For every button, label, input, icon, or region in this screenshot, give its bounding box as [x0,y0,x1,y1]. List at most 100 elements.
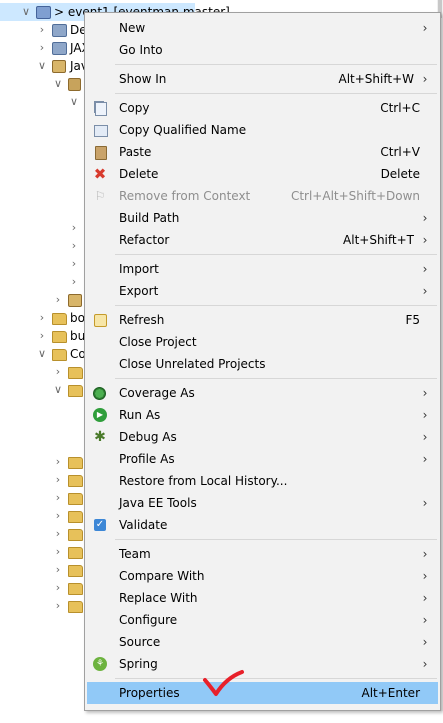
menu-item-restore-from-local-history[interactable]: Restore from Local History... [87,470,438,492]
spring-icon: ⚘ [93,657,107,671]
menu-item-close-project[interactable]: Close Project [87,331,438,353]
menu-item-team[interactable]: Team › [87,543,438,565]
collapse-chevron-icon[interactable]: › [55,581,61,594]
expand-chevron-icon[interactable]: ∨ [21,5,31,18]
menu-item-label: Team [119,547,151,561]
menu-item-label: Compare With [119,569,205,583]
collapse-chevron-icon[interactable]: › [55,455,61,468]
menu-item-label: Build Path [119,211,180,225]
menu-item-spring[interactable]: ⚘Spring› [87,653,438,675]
scrollbar-thumb[interactable] [438,0,442,18]
folder-icon [68,457,83,469]
menu-item-go-into[interactable]: Go Into [87,39,438,61]
copyq-icon [94,125,108,137]
menu-item-label: Import [119,262,159,276]
menu-item-build-path[interactable]: Build Path › [87,207,438,229]
menu-separator [115,678,437,679]
menu-item-label: Profile As [119,452,175,466]
menu-item-export[interactable]: Export› [87,280,438,302]
menu-item-shortcut: Ctrl+V [380,145,420,159]
collapse-chevron-icon[interactable]: › [55,365,61,378]
menu-item-new[interactable]: New› [87,17,438,39]
menu-item-configure[interactable]: Configure › [87,609,438,631]
jar-icon [68,294,82,307]
collapse-chevron-icon[interactable]: › [71,221,77,234]
proj-icon [36,6,51,19]
expand-chevron-icon[interactable]: ∨ [69,95,79,108]
red-checkmark-annotation [203,670,244,696]
menu-item-label: Replace With [119,591,198,605]
folder-icon [68,511,83,523]
expand-chevron-icon[interactable]: ∨ [37,59,47,72]
submenu-arrow-icon: › [422,211,428,225]
menu-item-java-ee-tools[interactable]: Java EE Tools› [87,492,438,514]
menu-item-label: Go Into [119,43,163,57]
menu-item-debug-as[interactable]: ✱Debug As› [87,426,438,448]
submenu-arrow-icon: › [422,386,428,400]
collapse-chevron-icon[interactable]: › [55,293,61,306]
collapse-chevron-icon[interactable]: › [55,599,61,612]
menu-item-label: Copy [119,101,150,115]
menu-item-compare-with[interactable]: Compare With› [87,565,438,587]
menu-separator [115,539,437,540]
folder-icon [68,367,83,379]
collapse-chevron-icon[interactable]: › [39,41,45,54]
collapse-chevron-icon[interactable]: › [55,473,61,486]
menu-item-profile-as[interactable]: Profile As› [87,448,438,470]
menu-item-import[interactable]: Import› [87,258,438,280]
menu-item-label: Refactor [119,233,170,247]
ws-icon [52,24,67,37]
expand-chevron-icon[interactable]: ∨ [37,347,47,360]
menu-item-label: Paste [119,145,152,159]
expand-chevron-icon[interactable]: ∨ [53,383,63,396]
menu-item-label: Configure [119,613,178,627]
submenu-arrow-icon: › [422,547,428,561]
menu-separator [115,93,437,94]
submenu-arrow-icon: › [422,233,428,247]
collapse-chevron-icon[interactable]: › [55,563,61,576]
rmc-icon: ⚐ [94,189,106,203]
menu-item-coverage-as[interactable]: Coverage As › [87,382,438,404]
collapse-chevron-icon[interactable]: › [39,23,45,36]
copy-icon [95,102,107,116]
collapse-chevron-icon[interactable]: › [55,527,61,540]
menu-item-label: Coverage As [119,386,195,400]
menu-separator [115,254,437,255]
menu-item-label: Restore from Local History... [119,474,288,488]
menu-item-run-as[interactable]: ▶Run As› [87,404,438,426]
collapse-chevron-icon[interactable]: › [55,491,61,504]
del-icon: ✖ [93,165,107,183]
menu-item-source[interactable]: Source› [87,631,438,653]
menu-item-replace-with[interactable]: Replace With› [87,587,438,609]
collapse-chevron-icon[interactable]: › [55,545,61,558]
collapse-chevron-icon[interactable]: › [55,509,61,522]
collapse-chevron-icon[interactable]: › [71,239,77,252]
menu-item-copy-qualified-name[interactable]: Copy Qualified Name [87,119,438,141]
folder-icon [52,331,67,343]
menu-item-label: Delete [119,167,159,181]
collapse-chevron-icon[interactable]: › [39,311,45,324]
submenu-arrow-icon: › [422,613,428,627]
submenu-arrow-icon: › [422,72,428,86]
expand-chevron-icon[interactable]: ∨ [53,77,63,90]
menu-item-shortcut: Alt+Shift+W [338,72,415,86]
menu-item-close-unrelated-projects[interactable]: Close Unrelated Projects [87,353,438,375]
folder-icon [52,313,67,325]
menu-item-label: Copy Qualified Name [119,123,247,137]
collapse-chevron-icon[interactable]: › [39,329,45,342]
menu-item-label: Remove from Context [119,189,251,203]
menu-item-validate[interactable]: ✓Validate [87,514,438,536]
menu-item-paste[interactable]: Paste Ctrl+V [87,141,438,163]
cov-icon [93,387,106,400]
collapse-chevron-icon[interactable]: › [71,275,77,288]
collapse-chevron-icon[interactable]: › [71,257,77,270]
submenu-arrow-icon: › [422,430,428,444]
